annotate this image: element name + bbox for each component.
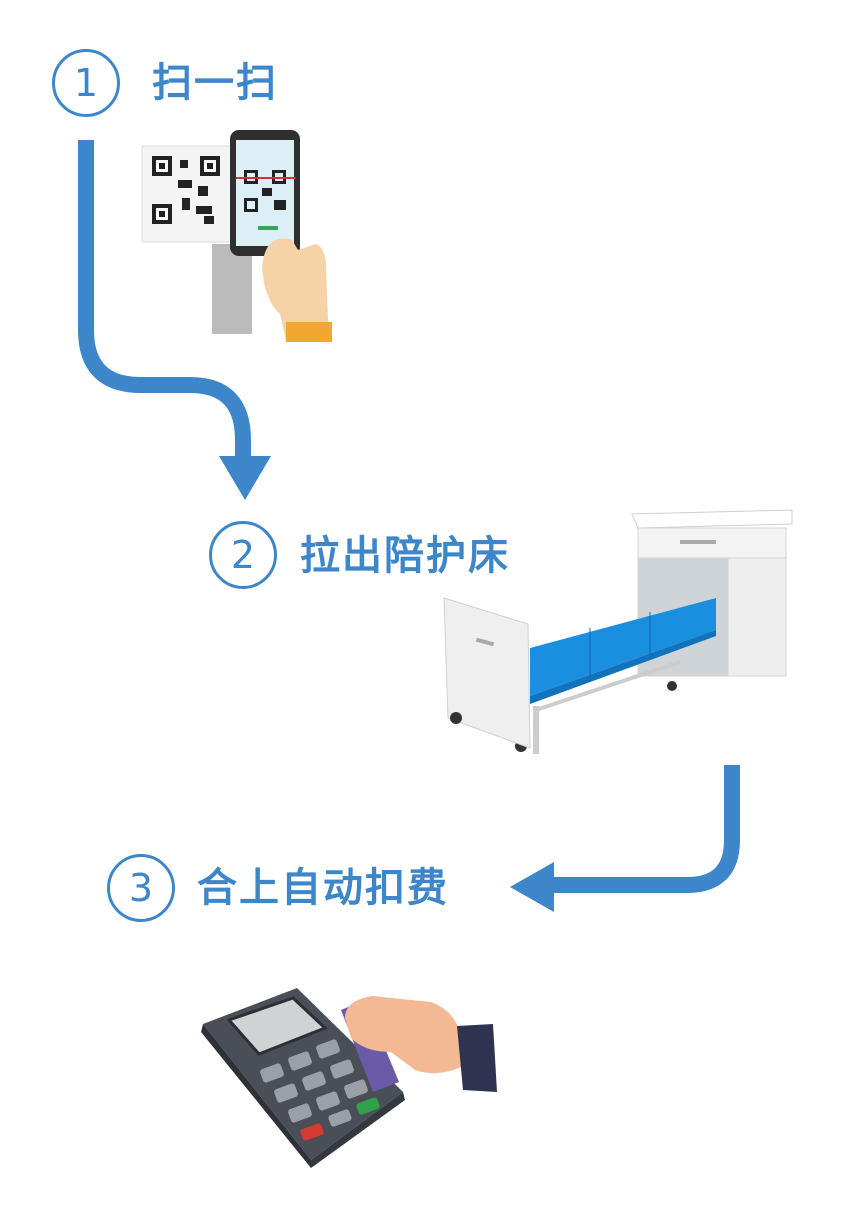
arrow-2-to-3-head: [510, 862, 554, 912]
arrow-2-to-3: [548, 765, 740, 893]
step-3-label: 合上自动扣费: [197, 865, 449, 911]
step-2-number: 2: [209, 521, 277, 589]
step-3-number: 3: [107, 854, 175, 922]
arrow-1-to-2: [78, 140, 251, 462]
qr-scan-illustration: [141, 130, 332, 342]
pull-out-bed-illustration: [443, 509, 793, 754]
card-terminal-illustration: [201, 988, 497, 1168]
step-1-label: 扫一扫: [152, 60, 278, 106]
step-1-number: 1: [52, 49, 120, 117]
arrow-1-to-2-head: [219, 456, 271, 500]
step-2-label: 拉出陪护床: [300, 533, 510, 579]
